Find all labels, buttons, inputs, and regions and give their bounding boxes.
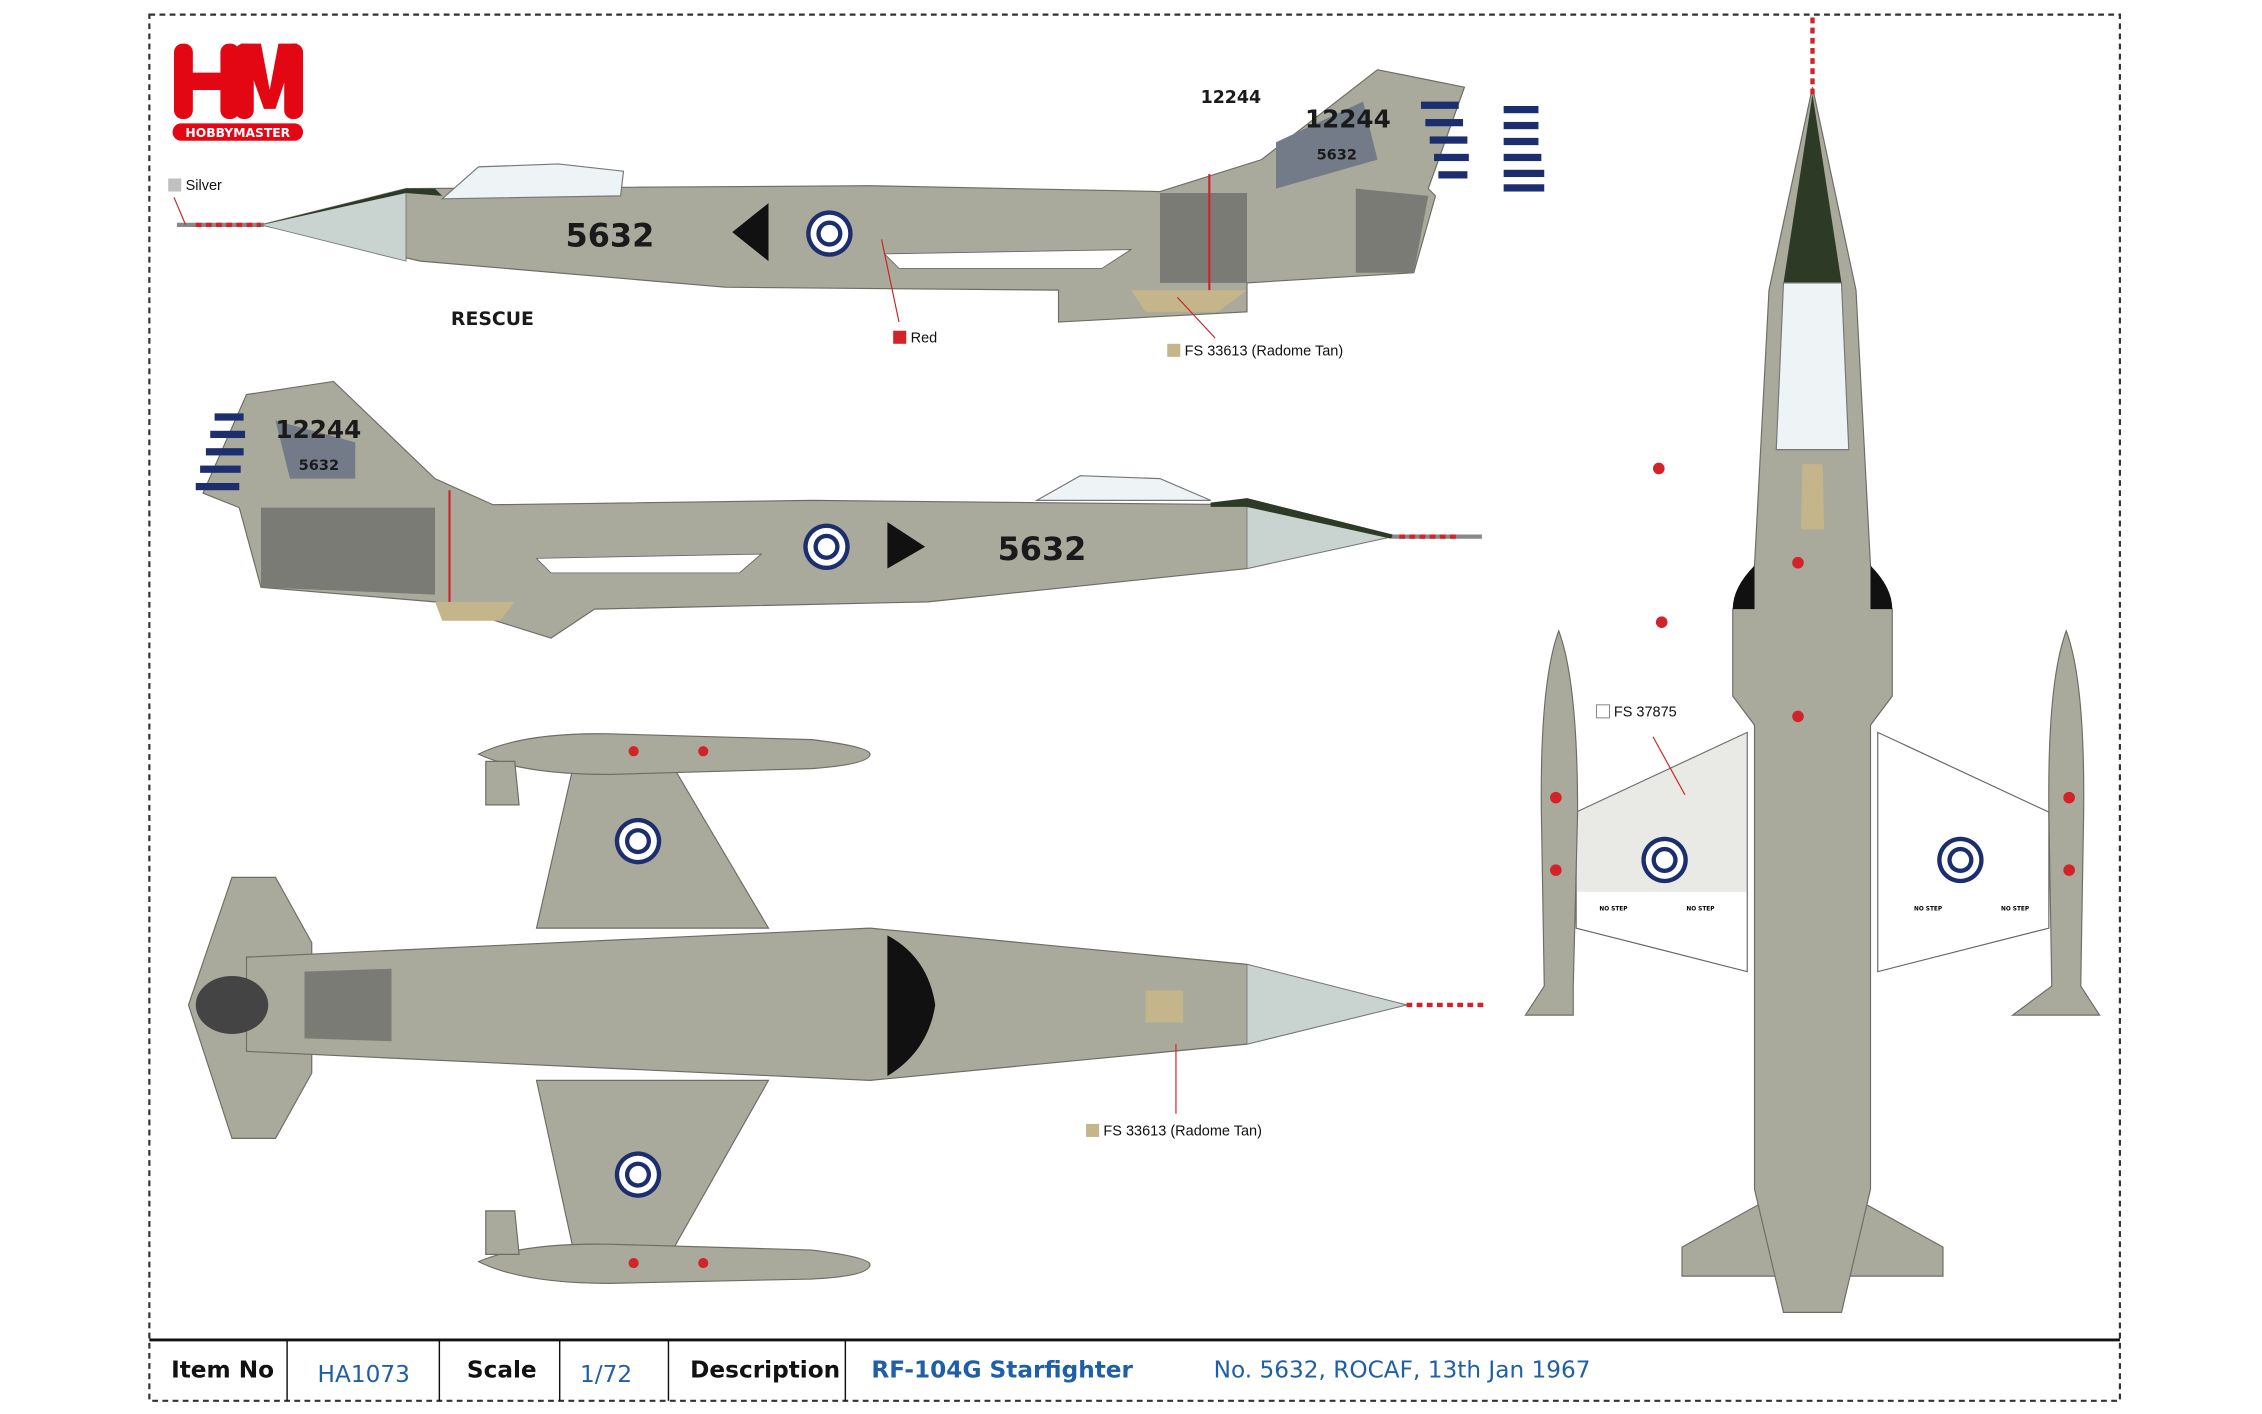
- svg-text:FS 33613 (Radome Tan): FS 33613 (Radome Tan): [1103, 1123, 1262, 1139]
- svg-text:5632: 5632: [565, 217, 654, 255]
- callout-radome-tan-bottom: FS 33613 (Radome Tan): [1086, 1044, 1262, 1139]
- svg-text:Red: Red: [911, 330, 938, 346]
- top-view: NO STEP NO STEP NO STEP NO STEP: [1524, 17, 2101, 1313]
- model-name: RF-104G Starfighter: [871, 1357, 1133, 1384]
- rescue-stencil: RESCUE: [451, 309, 534, 330]
- callout-fs37875: FS 37875: [1595, 704, 1686, 796]
- svg-text:FS 33613 (Radome Tan): FS 33613 (Radome Tan): [1185, 343, 1344, 359]
- svg-text:NO STEP: NO STEP: [2001, 907, 2030, 913]
- svg-text:12244: 12244: [1305, 105, 1391, 134]
- item-no-value: HA1073: [318, 1361, 410, 1388]
- scale-label: Scale: [467, 1357, 537, 1384]
- underside-view: [187, 733, 1487, 1284]
- callout-red: Red: [881, 239, 938, 346]
- side-view-left: 5632 12244 5632: [176, 69, 1545, 323]
- side-view-right: 5632 12244 5632: [195, 380, 1482, 639]
- info-table: Item No HA1073 Scale 1/72 Description RF…: [149, 1338, 2120, 1401]
- sheet-border: [148, 13, 2121, 1402]
- svg-text:5632: 5632: [998, 530, 1087, 568]
- svg-text:NO STEP: NO STEP: [1599, 907, 1628, 913]
- svg-text:5632: 5632: [1317, 148, 1357, 164]
- svg-text:Silver: Silver: [186, 178, 222, 194]
- hobbymaster-logo: HOBBYMASTER: [172, 43, 304, 141]
- scale-value: 1/72: [580, 1361, 632, 1388]
- svg-text:FS 37875: FS 37875: [1614, 704, 1677, 720]
- description-label: Description: [690, 1357, 840, 1384]
- svg-text:NO STEP: NO STEP: [1914, 907, 1943, 913]
- svg-text:NO STEP: NO STEP: [1686, 907, 1715, 913]
- svg-text:HOBBYMASTER: HOBBYMASTER: [185, 126, 290, 140]
- model-details: No. 5632, ROCAF, 13th Jan 1967: [1214, 1357, 1591, 1384]
- item-no-label: Item No: [171, 1357, 274, 1384]
- svg-text:12244: 12244: [275, 415, 361, 444]
- svg-text:5632: 5632: [299, 458, 339, 474]
- serial-stencil: 12244: [1201, 88, 1262, 108]
- hm-logo-letters: [174, 43, 304, 120]
- callout-radome-tan-top: FS 33613 (Radome Tan): [1167, 296, 1344, 359]
- callout-silver: Silver: [168, 178, 222, 226]
